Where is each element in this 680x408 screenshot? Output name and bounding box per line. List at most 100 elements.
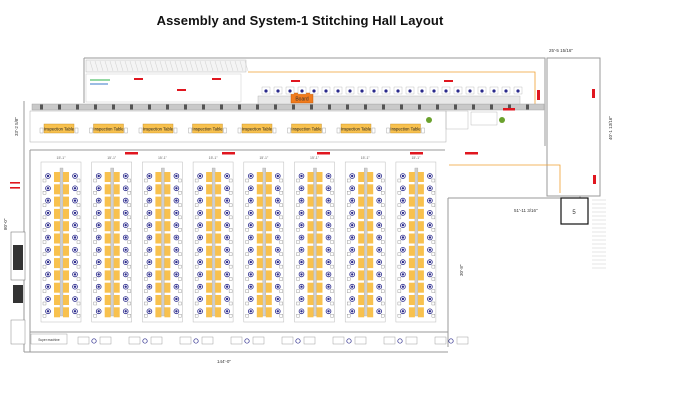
work-table: [316, 196, 323, 207]
work-table: [164, 172, 171, 182]
stool: [42, 289, 47, 293]
sewing-machine-icon: [351, 236, 354, 239]
sewing-machine-icon: [401, 310, 405, 313]
sewing-machine-icon: [300, 174, 303, 178]
stripe: [149, 60, 154, 72]
work-table: [358, 245, 365, 256]
work-table: [307, 172, 314, 182]
red-marker: [593, 175, 596, 184]
stool: [296, 191, 300, 195]
sewing-machine-icon: [276, 224, 279, 227]
stool: [431, 264, 436, 269]
stool: [76, 314, 81, 318]
stool: [296, 240, 300, 244]
sewing-machine-icon: [401, 273, 405, 276]
sewing-machine-icon: [225, 248, 229, 251]
sewing-machine-icon: [428, 211, 432, 215]
stool: [397, 178, 402, 183]
sewing-machine-icon: [300, 297, 303, 301]
stool: [93, 289, 97, 293]
stool: [371, 127, 376, 134]
stripe: [239, 60, 244, 72]
sewing-machine-icon: [73, 187, 77, 190]
bottom-station: [150, 336, 163, 345]
sewing-machine-icon: [428, 187, 432, 190]
stool: [330, 277, 334, 281]
sewing-machine-icon: [327, 260, 330, 264]
sewing-machine-icon: [351, 297, 354, 301]
sewing-machine-icon: [97, 260, 100, 264]
stool: [272, 127, 277, 134]
work-table: [408, 245, 415, 256]
stool: [431, 191, 436, 195]
stool: [194, 228, 199, 232]
stool: [178, 215, 182, 220]
stool: [93, 178, 97, 183]
stool: [76, 301, 81, 306]
stool: [431, 178, 436, 183]
work-table: [307, 208, 314, 219]
stool: [279, 203, 283, 207]
sewing-machine-icon: [73, 199, 77, 202]
work-table: [54, 270, 60, 281]
stool: [178, 264, 182, 269]
sewing-machine-icon: [175, 224, 178, 227]
work-table: [63, 221, 69, 232]
sewing-machine-icon: [249, 224, 252, 227]
work-table: [358, 196, 365, 207]
sewing-machine-icon: [124, 174, 127, 178]
sewing-machine-icon: [327, 236, 330, 239]
work-table: [54, 196, 60, 207]
stool: [228, 314, 233, 318]
work-table: [417, 270, 424, 281]
stool: [74, 127, 79, 134]
stool: [381, 301, 385, 306]
inspection-table-label: Inspection Table: [93, 126, 124, 131]
stool: [127, 178, 131, 183]
red-marker: [222, 152, 235, 155]
inspection-table: Inspection Table: [89, 123, 128, 134]
sewing-machine-icon: [97, 224, 100, 227]
sewing-machine-icon: [225, 236, 229, 239]
stool: [397, 301, 402, 306]
work-table: [367, 233, 374, 244]
line-frame: [192, 161, 234, 323]
machine-block: [13, 245, 23, 270]
stool: [144, 301, 148, 306]
top-storage-area: [85, 59, 249, 103]
line-conveyor: [364, 167, 368, 317]
stool: [127, 203, 131, 207]
sewing-machine-icon: [46, 273, 50, 276]
work-table: [164, 196, 171, 207]
sewing-machine-icon: [300, 199, 303, 202]
sewing-machine-icon: [351, 199, 354, 202]
stool: [42, 228, 47, 232]
inspection-table-label: Inspection Table: [390, 126, 421, 131]
dim-top-right: 25'-5 15/16": [549, 48, 573, 53]
work-table: [215, 184, 222, 195]
inspection-table-top: [93, 123, 124, 134]
stool: [431, 228, 436, 232]
stool: [245, 240, 249, 244]
sewing-machine-icon: [148, 260, 151, 264]
work-table: [358, 307, 365, 318]
line-conveyor: [110, 167, 114, 317]
stool: [127, 314, 131, 318]
work-table: [206, 258, 213, 269]
work-table: [316, 270, 323, 281]
sewing-machine-icon: [124, 211, 127, 215]
sewing-machine-icon: [46, 236, 50, 239]
work-table: [155, 307, 162, 318]
sewing-machine-icon: [175, 297, 178, 301]
stool: [431, 252, 436, 256]
work-table: [164, 307, 171, 318]
sewing-machine-icon: [148, 273, 151, 276]
column-dimension: 15'-1": [361, 156, 371, 160]
sewing-machine-icon: [225, 273, 229, 276]
stripe: [194, 60, 199, 72]
stool: [76, 178, 81, 183]
stool: [144, 228, 148, 232]
work-table: [113, 221, 120, 232]
sewing-machine-icon: [428, 273, 432, 276]
machine-icon: [468, 89, 472, 93]
